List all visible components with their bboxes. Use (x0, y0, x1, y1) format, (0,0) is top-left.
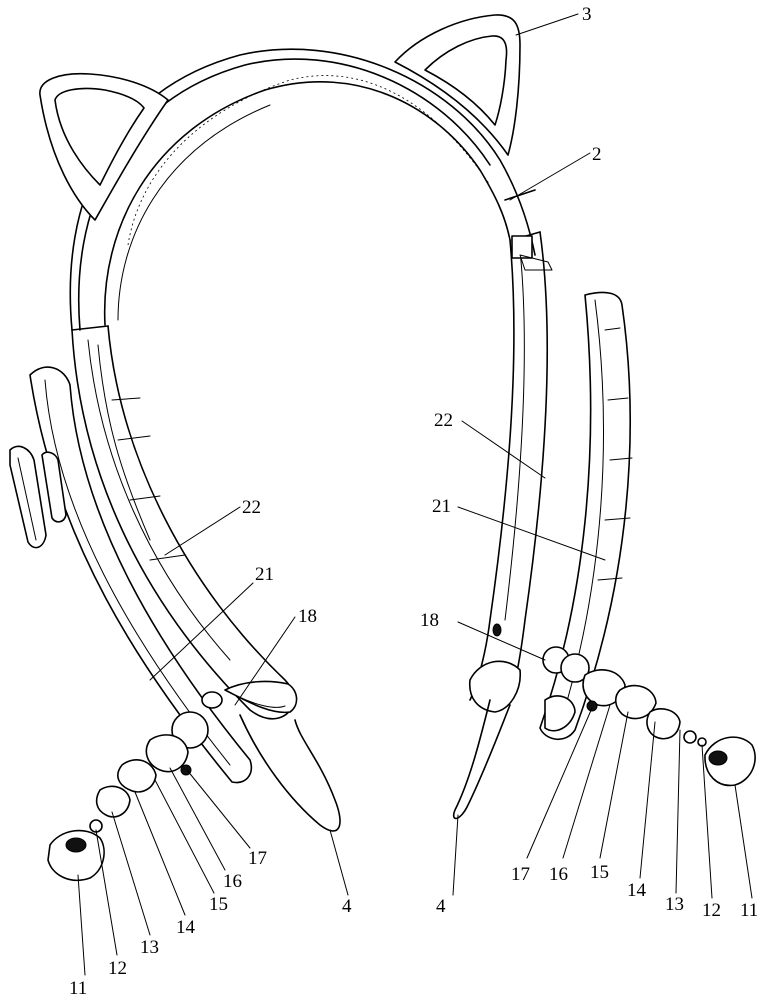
label-16-left: 16 (223, 871, 242, 892)
label-3: 3 (582, 4, 592, 25)
label-17-left: 17 (248, 848, 267, 869)
label-17-right: 17 (511, 864, 530, 885)
right-arm (469, 231, 553, 713)
label-4-right: 4 (436, 896, 446, 917)
left-outer-shell (29, 366, 252, 784)
label-11-left: 11 (69, 978, 87, 999)
label-2: 2 (592, 144, 602, 165)
label-13-left: 13 (140, 937, 159, 958)
label-18-left: 18 (298, 606, 317, 627)
label-15-right: 15 (590, 862, 609, 883)
label-4-left: 4 (342, 896, 352, 917)
label-11-right: 11 (740, 900, 758, 921)
left-arm (71, 325, 298, 720)
label-21-left: 21 (255, 564, 274, 585)
leader-lines (77, 13, 753, 976)
label-22-left: 22 (242, 497, 261, 518)
label-13-right: 13 (665, 894, 684, 915)
label-14-right: 14 (627, 880, 647, 901)
left-earbud-stack (47, 691, 223, 882)
cat-ear-right (394, 14, 521, 156)
cat-ear-left (39, 72, 169, 221)
label-18-right: 18 (420, 610, 439, 631)
label-12-left: 12 (108, 958, 127, 979)
label-12-right: 12 (702, 900, 721, 921)
label-15-left: 15 (209, 894, 228, 915)
label-14-left: 14 (176, 917, 196, 938)
left-button (9, 445, 47, 549)
right-earbud-stack (542, 646, 756, 787)
label-22-right: 22 (434, 410, 453, 431)
left-cable (239, 714, 341, 832)
part-labels: 3 2 22 21 18 22 21 18 4 4 17 16 15 14 13… (69, 4, 758, 999)
label-21-right: 21 (432, 496, 451, 517)
label-16-right: 16 (549, 864, 568, 885)
right-cable (452, 699, 511, 820)
